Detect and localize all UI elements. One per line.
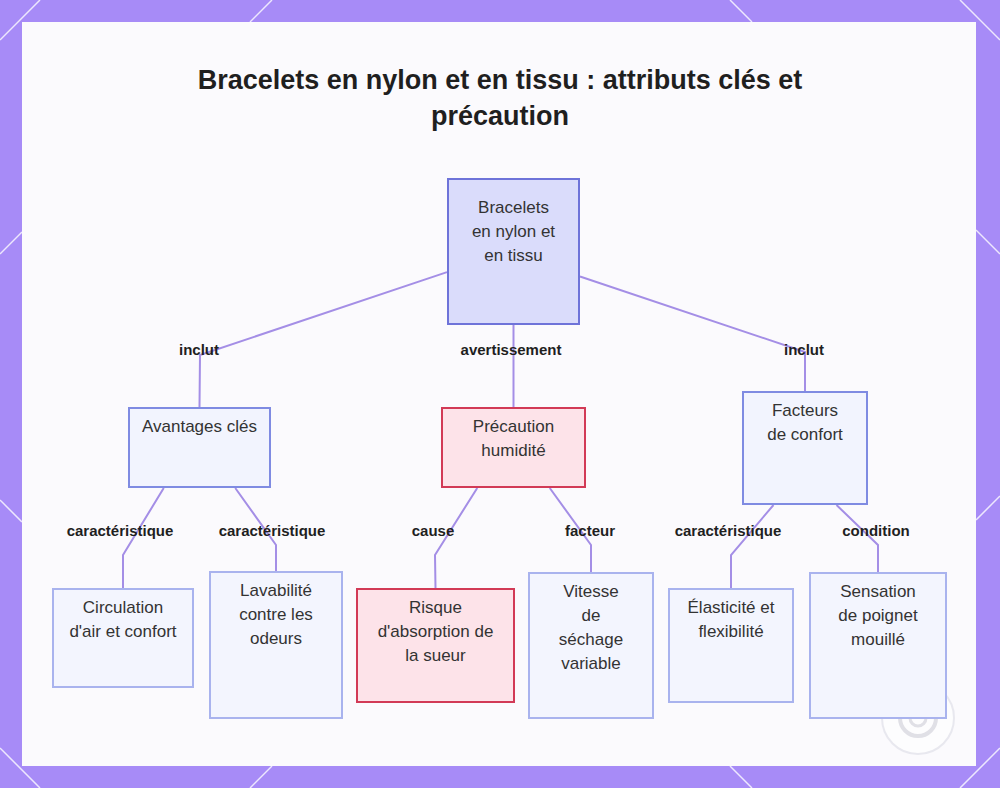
box-text: Facteurs de confort: [766, 399, 844, 447]
connector-line: [513, 325, 515, 407]
concept-box: Avantages clés: [128, 407, 271, 488]
box-text: Risque d'absorption de la sueur: [374, 596, 497, 668]
edge-label: condition: [842, 522, 910, 539]
box-text: Précaution humidité: [453, 415, 574, 463]
edge-label: avertissement: [461, 341, 562, 358]
edge-label: inclut: [179, 341, 219, 358]
connector-line: [200, 272, 448, 407]
edge-label: cause: [412, 522, 455, 539]
edge-label: caractéristique: [219, 522, 326, 539]
box-text: Bracelets en nylon et en tissu: [471, 196, 556, 268]
connector-line: [731, 505, 774, 588]
concept-box: Bracelets en nylon et en tissu: [447, 178, 580, 325]
box-text: Lavabilité contre les odeurs: [223, 579, 329, 651]
concept-box: Élasticité et flexibilité: [668, 588, 794, 703]
connector-line: [580, 276, 805, 391]
box-text: Élasticité et flexibilité: [686, 596, 776, 644]
edge-label: caractéristique: [675, 522, 782, 539]
connector-line: [837, 505, 879, 572]
concept-box: Vitesse de séchage variable: [528, 572, 654, 719]
box-text: Circulation d'air et confort: [68, 596, 178, 644]
concept-box: Lavabilité contre les odeurs: [209, 571, 343, 719]
concept-box: Risque d'absorption de la sueur: [356, 588, 515, 703]
diagram-title: Bracelets en nylon et en tissu : attribu…: [150, 62, 850, 134]
concept-box: Sensation de poignet mouillé: [809, 572, 947, 719]
edge-label: facteur: [565, 522, 615, 539]
box-text: Avantages clés: [140, 415, 259, 439]
box-text: Sensation de poignet mouillé: [835, 580, 921, 652]
concept-box: Facteurs de confort: [742, 391, 868, 505]
box-text: Vitesse de séchage variable: [552, 580, 630, 676]
concept-box: Circulation d'air et confort: [52, 588, 194, 688]
concept-box: Précaution humidité: [441, 407, 586, 488]
edge-label: inclut: [784, 341, 824, 358]
edge-label: caractéristique: [67, 522, 174, 539]
